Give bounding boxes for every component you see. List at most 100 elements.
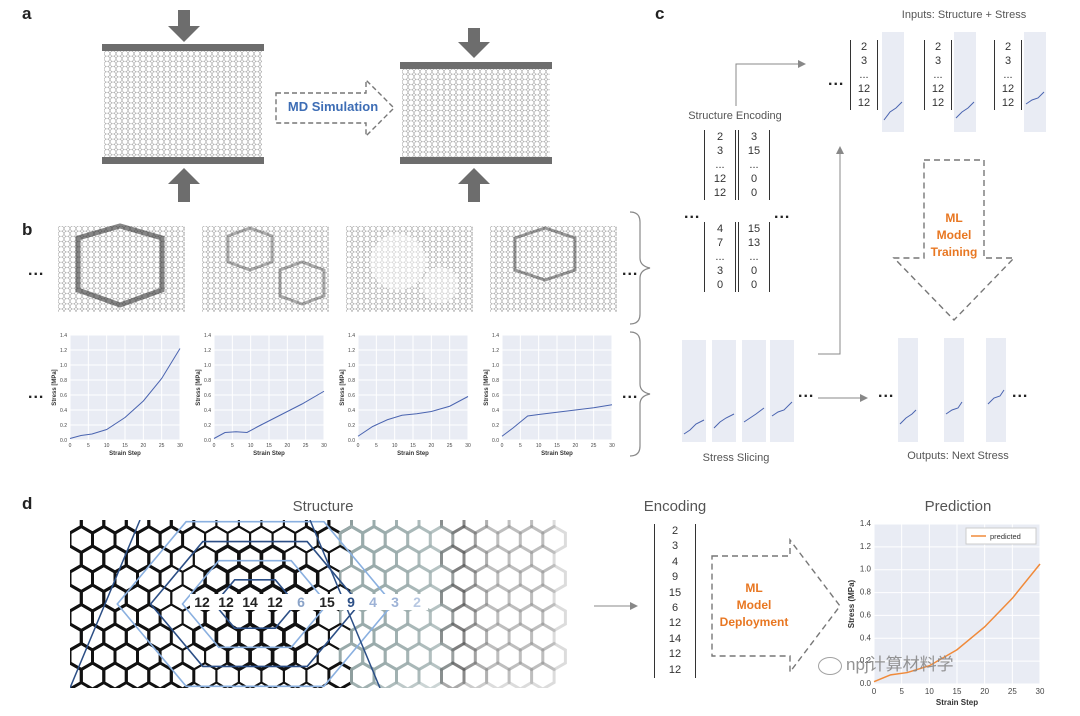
y-tick-label: 0.6	[204, 393, 211, 399]
x-tick-label: 15	[122, 443, 128, 449]
y-axis-label: Stress [MPa]	[52, 369, 58, 405]
x-tick-label: 20	[285, 443, 291, 449]
y-tick-label: 0.8	[204, 378, 211, 384]
stress-slicing-title: Stress Slicing	[702, 452, 770, 464]
hex-cell	[473, 641, 500, 672]
x-axis-label: Strain Step	[253, 451, 285, 457]
y-tick-label: 1.2	[60, 348, 67, 354]
hex-cell	[507, 583, 534, 613]
hex-cell	[440, 622, 466, 652]
x-tick-label: 5	[231, 443, 234, 449]
x-tick-label: 10	[392, 443, 398, 449]
hex-cell	[530, 622, 556, 652]
hex-cell	[518, 563, 545, 594]
y-tick-label: 0.6	[348, 393, 355, 399]
y-tick-label: 0.6	[860, 610, 872, 619]
y-tick-label: 1.0	[860, 565, 872, 574]
x-tick-label: 15	[410, 443, 416, 449]
x-tick-label: 30	[321, 443, 327, 449]
hex-cell	[541, 563, 567, 594]
hex-cell	[451, 641, 477, 672]
x-tick-label: 15	[953, 687, 962, 696]
hex-cell	[507, 520, 534, 535]
top-plate-right	[400, 62, 552, 69]
compress-arrow-down-icon	[168, 10, 200, 42]
honeycomb-after	[402, 69, 550, 157]
x-axis-label: Strain Step	[397, 451, 429, 457]
y-tick-label: 0.6	[492, 393, 499, 399]
x-axis-label: Strain Step	[541, 451, 573, 457]
slices-ellipsis: ...	[798, 384, 815, 401]
ml-deployment-arrow-icon	[711, 537, 841, 675]
series-line	[501, 404, 613, 437]
y-tick-label: 0.2	[492, 423, 499, 429]
hex-cell	[428, 641, 455, 672]
hex-cell	[496, 563, 522, 594]
md-simulation-arrow-icon	[275, 78, 395, 138]
y-tick-label: 1.2	[348, 348, 355, 354]
series-line	[873, 563, 1041, 683]
encoding-ellipsis-left: ...	[684, 205, 701, 222]
y-tick-label: 1.0	[204, 363, 211, 369]
layer-number: 14	[238, 594, 262, 610]
hex-cell	[485, 520, 511, 535]
y-tick-label: 0.0	[492, 438, 499, 444]
structure-thumbnail-2	[202, 226, 329, 312]
x-tick-label: 20	[573, 443, 579, 449]
x-tick-label: 5	[519, 443, 522, 449]
x-tick-label: 5	[899, 687, 904, 696]
hex-cell	[473, 602, 500, 633]
y-tick-label: 1.0	[348, 363, 355, 369]
y-tick-label: 1.4	[348, 333, 355, 339]
hex-cell	[518, 524, 545, 555]
hex-cell	[462, 622, 489, 652]
x-tick-label: 0	[69, 443, 72, 449]
hex-cell	[541, 602, 567, 633]
ml-training-arrow-icon	[892, 159, 1016, 322]
x-tick-label: 5	[375, 443, 378, 449]
y-tick-label: 1.4	[860, 519, 872, 528]
hex-cell	[440, 661, 466, 688]
y-tick-label: 1.0	[492, 363, 499, 369]
compress-arrow-down-icon-right	[458, 28, 490, 58]
x-tick-label: 15	[266, 443, 272, 449]
x-tick-label: 30	[465, 443, 471, 449]
panel-label-d: d	[22, 494, 33, 513]
y-tick-label: 0.8	[492, 378, 499, 384]
hex-cell	[485, 622, 511, 652]
x-tick-label: 0	[357, 443, 360, 449]
prediction-title: Prediction	[924, 498, 992, 515]
layer-number: 15	[314, 594, 340, 610]
y-tick-label: 0.8	[860, 588, 872, 597]
structure-title: Structure	[292, 498, 354, 515]
y-tick-label: 0.8	[348, 378, 355, 384]
x-tick-label: 30	[1036, 687, 1045, 696]
hex-cell	[530, 520, 556, 535]
hex-cell	[496, 602, 522, 633]
bottom-plate-left	[102, 157, 264, 164]
hex-cell	[507, 661, 534, 688]
hex-cell	[473, 524, 500, 555]
outputs-title: Outputs: Next Stress	[907, 450, 1009, 462]
watermark: npj计算材料学	[818, 650, 954, 675]
y-tick-label: 1.4	[204, 333, 211, 339]
bottom-plate-right	[400, 157, 552, 164]
y-tick-label: 0.4	[492, 408, 499, 414]
hex-cell	[485, 661, 511, 688]
encoding-ellipsis-right: ...	[774, 205, 791, 222]
y-tick-label: 0.4	[860, 633, 872, 642]
x-tick-label: 25	[447, 443, 453, 449]
ellipsis-right-top: ...	[622, 262, 639, 279]
layer-number: 4	[362, 594, 384, 610]
y-tick-label: 1.2	[860, 542, 872, 551]
hex-cell	[462, 661, 489, 688]
x-tick-label: 0	[872, 687, 877, 696]
top-plate-left	[102, 44, 264, 51]
